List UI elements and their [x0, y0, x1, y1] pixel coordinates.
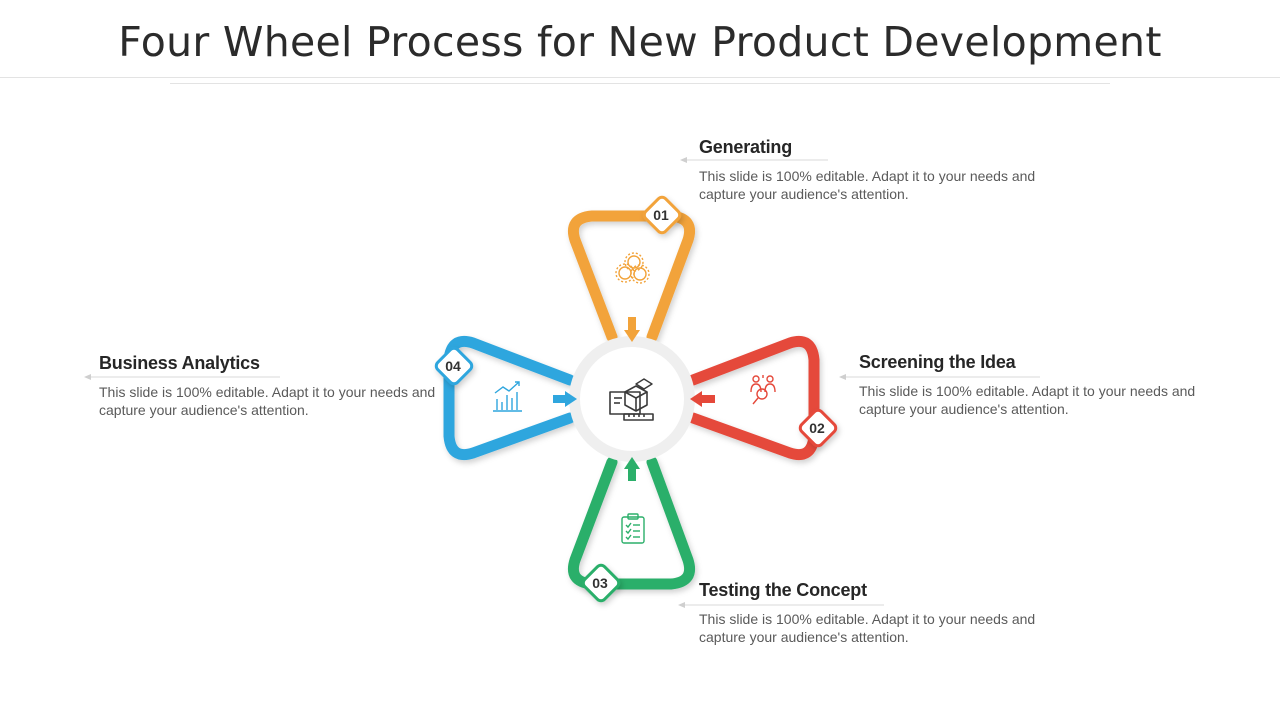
petal-01-loop: [567, 210, 696, 343]
page-title: Four Wheel Process for New Product Devel…: [118, 18, 1162, 66]
badge-04-number: 04: [445, 358, 461, 374]
badge-04: 04: [434, 346, 474, 386]
badge-02: 02: [798, 408, 838, 448]
people-search-icon: [750, 375, 776, 405]
step-02-text: Screening the Idea This slide is 100% ed…: [859, 352, 1199, 418]
step-03-title: Testing the Concept: [699, 580, 867, 600]
petal-04: [443, 335, 576, 461]
badge-02-number: 02: [809, 420, 825, 436]
petal-03-loop: [567, 456, 696, 590]
step-04-title: Business Analytics: [99, 353, 260, 373]
center-hub: [569, 336, 695, 462]
step-04-text: Business Analytics This slide is 100% ed…: [99, 353, 439, 419]
clipboard-checklist-icon: [621, 513, 645, 544]
petal-01: [567, 210, 696, 343]
arrow-03: [624, 457, 640, 481]
badge-01-number: 01: [653, 207, 669, 223]
petal-02-loop: [687, 335, 820, 461]
petal-02: [687, 335, 820, 461]
badge-03-number: 03: [592, 575, 608, 591]
step-04-description: This slide is 100% editable. Adapt it to…: [99, 384, 436, 418]
petal-04-loop: [443, 335, 576, 461]
step-02-description: This slide is 100% editable. Adapt it to…: [859, 383, 1196, 417]
step-02-title: Screening the Idea: [859, 352, 1016, 372]
coins-gears-icon: [615, 252, 650, 284]
title-divider: [0, 77, 1280, 78]
step-01-description: This slide is 100% editable. Adapt it to…: [699, 168, 1036, 202]
step-01-title: Generating: [699, 137, 793, 157]
step-01-text: Generating This slide is 100% editable. …: [699, 137, 1039, 203]
title-underline: [170, 83, 1110, 84]
badge-01: 01: [642, 195, 682, 235]
bar-chart-trend-icon: [493, 381, 522, 412]
badge-03: 03: [581, 563, 621, 603]
connector-lines: [84, 157, 1040, 608]
petal-03: [567, 456, 696, 590]
arrow-01: [624, 317, 640, 342]
step-03-text: Testing the Concept This slide is 100% e…: [699, 580, 1039, 646]
arrow-02: [690, 391, 715, 407]
arrow-04: [553, 391, 577, 407]
product-design-icon: [609, 378, 654, 421]
step-03-description: This slide is 100% editable. Adapt it to…: [699, 611, 1036, 645]
